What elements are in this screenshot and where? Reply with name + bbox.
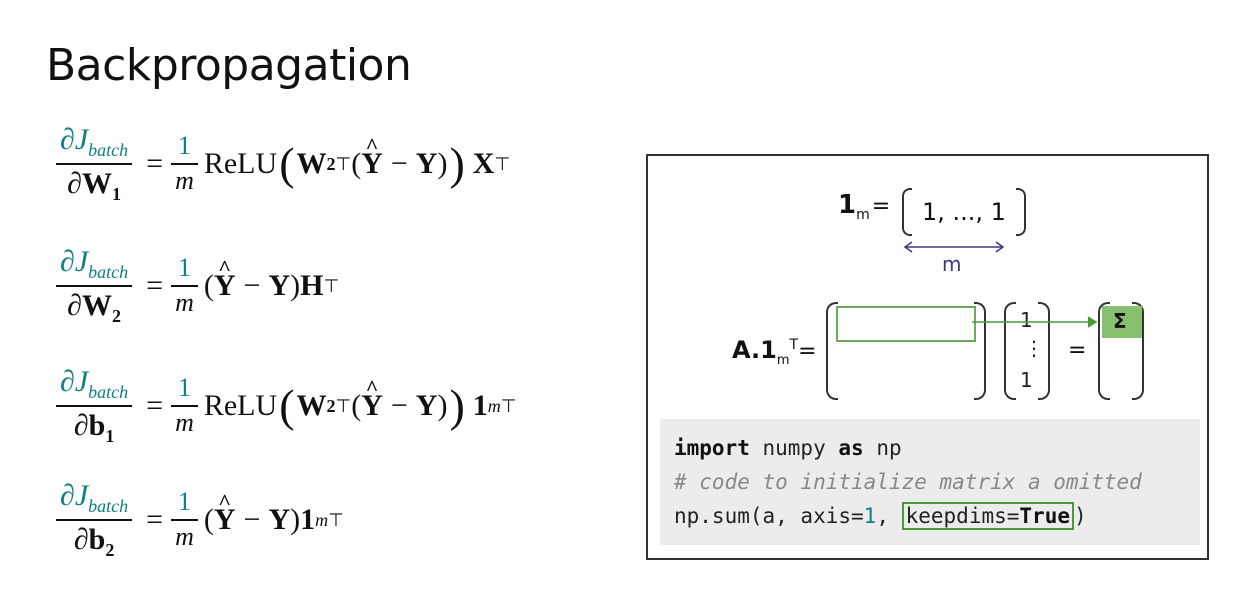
row-to-sum-arrow-icon <box>972 316 1098 328</box>
column-vector-bottom: 1 <box>1020 368 1033 392</box>
fraction-lhs: ∂Jbatch ∂b1 <box>56 365 133 447</box>
column-vector-dots: ⋮ <box>1024 336 1044 360</box>
width-label: m <box>942 252 962 276</box>
matrix-a-row-highlight <box>836 306 976 342</box>
equation-dW1: ∂Jbatch ∂W1 = 1m ReLU ( W2⊤ (Y−Y) ) X⊤ <box>56 123 510 205</box>
fraction-lhs: ∂Jbatch ∂W1 <box>56 123 133 205</box>
column-vector-top: 1 <box>1020 308 1033 332</box>
result-bracket-right <box>1132 302 1144 400</box>
matrix-a-bracket-left <box>826 302 838 400</box>
sigma-symbol: Σ <box>1113 309 1127 333</box>
keepdims-highlight: keepdims=True <box>901 502 1074 530</box>
equation-db1: ∂Jbatch ∂b1 = 1m ReLU ( W2⊤ (Y−Y) ) 1m⊤ <box>56 365 516 447</box>
sum-cell <box>1102 306 1142 338</box>
matrix-product-label: A.1mT= <box>732 336 817 368</box>
fraction-lhs: ∂Jbatch ∂b2 <box>56 479 133 561</box>
equation-db2: ∂Jbatch ∂b2 = 1m (Y−Y)1m⊤ <box>56 479 344 561</box>
column-vector-bracket-left <box>1004 302 1016 400</box>
explanation-panel: 1m= 1, ..., 1 m A.1mT= 1 ⋮ 1 = Σ import … <box>646 154 1209 560</box>
code-block: import numpy as np # code to initialize … <box>660 419 1200 545</box>
ones-vector: 1, ..., 1 <box>902 188 1026 236</box>
equation-dW2: ∂Jbatch ∂W2 = 1m (Y−Y)H⊤ <box>56 245 339 327</box>
matrix-a-bracket-right <box>974 302 986 400</box>
code-line-comment: # code to initialize matrix a omitted <box>674 470 1142 494</box>
code-line-import: import numpy as np <box>674 436 902 460</box>
code-line-sum: np.sum(a, axis=1, keepdims=True) <box>674 502 1087 530</box>
column-vector-bracket-right <box>1038 302 1050 400</box>
fraction-lhs: ∂Jbatch ∂W2 <box>56 245 133 327</box>
ones-vector-label: 1m= <box>838 190 891 224</box>
slide-title: Backpropagation <box>46 40 412 91</box>
width-arrow-icon <box>903 241 1005 253</box>
result-bracket-left <box>1098 302 1110 400</box>
result-equals: = <box>1068 338 1087 363</box>
